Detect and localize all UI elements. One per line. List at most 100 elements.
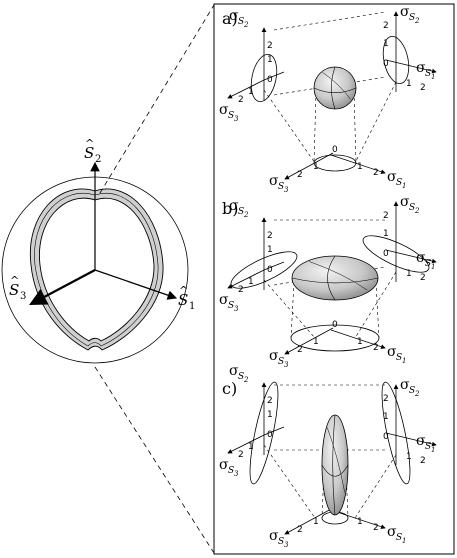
- tick-label: 2: [383, 394, 389, 404]
- sigma-subscript: S: [425, 442, 431, 452]
- sigma-subscript: S: [238, 372, 244, 382]
- axis-line: [284, 327, 334, 355]
- ellipsoid: [321, 414, 349, 516]
- sigma-index: 2: [414, 390, 420, 398]
- ellipsoid: [291, 255, 379, 301]
- sigma-subscript: S: [396, 533, 402, 543]
- tick-label: 2: [373, 168, 379, 178]
- sigma-subscript: S: [278, 537, 284, 547]
- tick-label: 2: [297, 525, 303, 535]
- svg-text:^: ^: [10, 274, 19, 287]
- tick-label: 0: [267, 75, 273, 85]
- sigma-subscript: S: [409, 386, 415, 396]
- ellipsoid-body: [313, 66, 357, 110]
- svg-text:2: 2: [95, 154, 101, 165]
- ellipsoid-body: [321, 414, 349, 516]
- tick-label: 1: [383, 229, 389, 239]
- tick-label: 2: [267, 41, 273, 51]
- proj-line: [263, 444, 316, 519]
- sigma-index: 2: [414, 17, 420, 25]
- ellipsoid-equator: [321, 464, 349, 477]
- sigma-symbol: σ: [387, 169, 397, 185]
- tick-label: 2: [420, 83, 426, 93]
- axis-s2-label: S ^ 2: [84, 137, 101, 165]
- axis-line: [385, 432, 437, 447]
- sigma-symbol: σ: [387, 524, 397, 540]
- sigma-index: 3: [284, 541, 289, 549]
- sigma-symbol: σ: [387, 344, 397, 360]
- sigma-symbol: σ: [219, 292, 229, 308]
- tick-label: 2: [383, 211, 389, 221]
- tick-label: 2: [267, 396, 273, 406]
- axis-line: [385, 59, 437, 74]
- sigma-index: 1: [402, 357, 406, 365]
- svg-text:1: 1: [189, 301, 195, 312]
- ellipsoid: [313, 66, 357, 110]
- sigma-symbol: σ: [416, 60, 426, 76]
- sigma-symbol: σ: [219, 102, 229, 118]
- right-ellipse: [362, 235, 430, 273]
- sigma-index: 1: [431, 263, 435, 271]
- sigma-index: 3: [284, 361, 289, 369]
- tick-label: 0: [267, 265, 273, 275]
- heart-surface-inner: [39, 197, 155, 342]
- tick-label: 2: [238, 95, 244, 105]
- axis-line: [227, 269, 265, 289]
- sigma-subscript: S: [409, 203, 415, 213]
- proj-line: [353, 91, 357, 164]
- axis-line: [227, 79, 265, 99]
- proj-line: [263, 279, 316, 339]
- sigma-subscript: S: [238, 17, 244, 27]
- sigma-subscript: S: [278, 182, 284, 192]
- sigma-symbol: σ: [400, 377, 410, 393]
- tick-label: 2: [373, 523, 379, 533]
- sigma-subscript: S: [228, 301, 234, 311]
- tick-label: 2: [267, 231, 273, 241]
- tick-label: 1: [313, 162, 319, 172]
- tick-label: 1: [357, 162, 363, 172]
- proj-line: [375, 281, 380, 339]
- tick-label: 1: [383, 39, 389, 49]
- left-ellipse: [230, 251, 298, 289]
- tick-label: 1: [357, 517, 363, 527]
- tick-label: 1: [248, 87, 254, 97]
- ellipsoid-meridian: [327, 255, 336, 301]
- left-ellipse: [250, 53, 278, 103]
- axis-line: [330, 154, 386, 175]
- sigma-index: 2: [414, 207, 420, 215]
- axis-line: [330, 509, 386, 530]
- ellipsoid-body: [291, 255, 379, 301]
- tick-label: 1: [267, 55, 273, 65]
- right-ellipse: [382, 35, 410, 85]
- tick-label: 1: [248, 277, 254, 287]
- zoom-frame: [213, 3, 455, 555]
- sigma-symbol: σ: [219, 457, 229, 473]
- sigma-index: 1: [402, 182, 406, 190]
- tick-label: 1: [383, 412, 389, 422]
- sigma-subscript: S: [228, 111, 234, 121]
- ellipsoid-meridian: [309, 261, 368, 291]
- axis-s1-label: S ^ 1: [178, 284, 195, 312]
- main-sphere-group: S ^ 2 S ^ 1 S ^ 3: [1, 137, 195, 364]
- tick-label: 1: [267, 245, 273, 255]
- sigma-subscript: S: [278, 357, 284, 367]
- proj-line: [273, 11, 387, 31]
- sigma-symbol: σ: [416, 433, 426, 449]
- tick-label: 1: [406, 452, 412, 462]
- axis-line: [330, 329, 386, 350]
